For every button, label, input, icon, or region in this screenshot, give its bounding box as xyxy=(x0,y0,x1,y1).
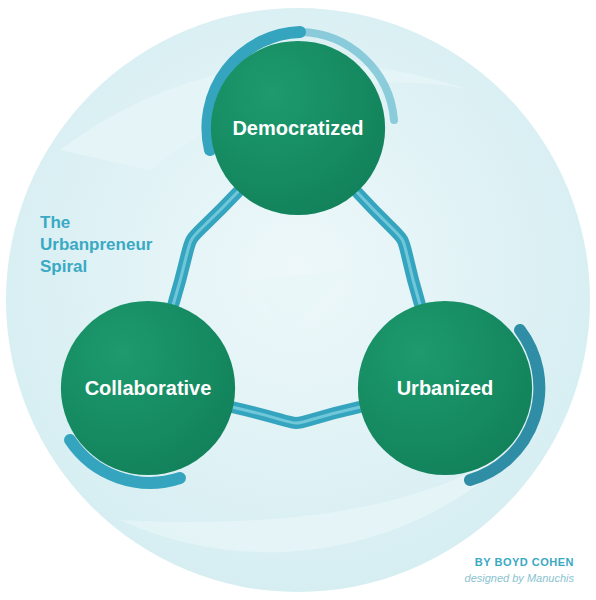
diagram-title: The Urbanpreneur Spiral xyxy=(40,212,152,278)
circle-node: Collaborative xyxy=(60,300,236,476)
spiral-ribbon xyxy=(173,192,237,304)
spiral-ribbon xyxy=(358,193,420,304)
ribbon-band xyxy=(173,192,237,304)
circle-fill xyxy=(211,41,385,215)
node-label: Democratized xyxy=(210,40,386,216)
ribbon-highlight xyxy=(358,193,420,304)
ribbon-highlight xyxy=(173,192,237,304)
node-label: Collaborative xyxy=(60,300,236,476)
ribbon-band xyxy=(234,407,359,423)
circle-fill xyxy=(61,301,235,475)
outer-circle xyxy=(6,8,590,592)
center-triangle xyxy=(250,270,350,335)
credit-text: BY BOYD COHEN xyxy=(475,556,574,568)
ribbon-highlight xyxy=(234,407,359,423)
ribbon-band xyxy=(358,193,420,304)
spiral-ribbon xyxy=(234,407,359,423)
circle-node: Urbanized xyxy=(357,300,533,476)
node-label: Urbanized xyxy=(357,300,533,476)
credit-text: designed by Manuchis xyxy=(465,572,574,584)
circle-node: Democratized xyxy=(210,40,386,216)
circle-fill xyxy=(358,301,532,475)
